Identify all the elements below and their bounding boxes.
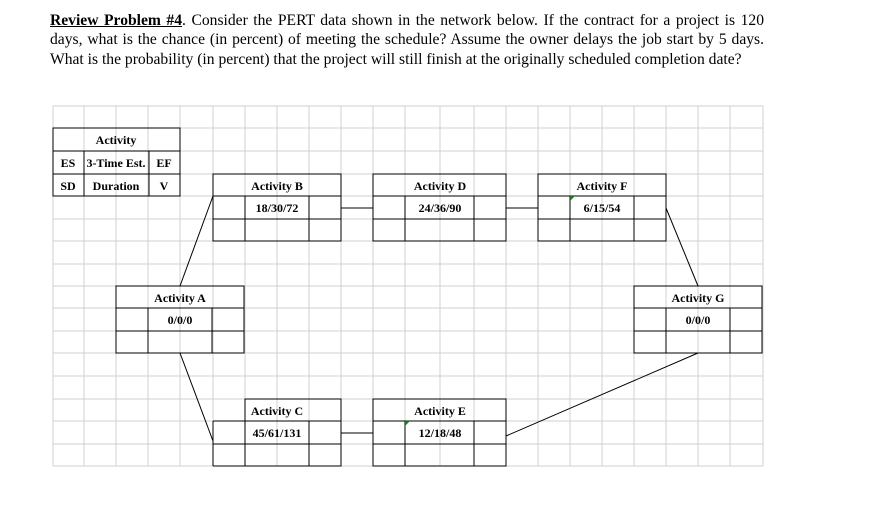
legend-box — [52, 127, 181, 197]
connector-a-c — [179, 352, 214, 442]
legend-title: Activity — [96, 133, 137, 147]
activity-a-node — [115, 285, 245, 354]
connector-e-g — [505, 352, 699, 437]
activity-c-name: Activity C — [251, 404, 303, 418]
activity-c-times: 45/61/131 — [253, 426, 302, 440]
activity-b-name: Activity B — [251, 179, 303, 193]
connector-a-b — [179, 195, 214, 287]
activity-d-times: 24/36/90 — [419, 201, 462, 215]
network-connectors — [179, 195, 699, 442]
legend-duration: Duration — [93, 179, 140, 193]
cell-comment-marker-e — [405, 421, 410, 426]
activity-f-times: 6/15/54 — [584, 201, 621, 215]
activity-a-name: Activity A — [154, 291, 206, 305]
cell-comment-marker-f — [570, 196, 575, 201]
activity-e-name: Activity E — [414, 404, 466, 418]
legend-ef: EF — [156, 156, 171, 170]
activity-b-node — [212, 173, 342, 242]
problem-text: . Consider the PERT data shown in the ne… — [50, 12, 764, 68]
activity-f-name: Activity F — [577, 179, 628, 193]
activity-g-name: Activity G — [672, 291, 725, 305]
legend-sd: SD — [60, 179, 76, 193]
activity-e-times: 12/18/48 — [419, 426, 462, 440]
activity-b-times: 18/30/72 — [256, 201, 299, 215]
activity-a-times: 0/0/0 — [168, 313, 193, 327]
problem-heading: Review Problem #4 — [50, 12, 183, 29]
connector-f-g — [665, 207, 699, 287]
activity-d-name: Activity D — [414, 179, 467, 193]
activity-e-node — [372, 398, 507, 467]
problem-statement: Review Problem #4. Consider the PERT dat… — [50, 11, 764, 69]
activity-d-node — [372, 173, 507, 242]
legend-three-time-estimate: 3-Time Est. — [86, 156, 145, 170]
activity-g-node — [633, 285, 763, 354]
activity-f-node — [537, 173, 667, 242]
legend-es: ES — [61, 156, 76, 170]
activity-g-times: 0/0/0 — [686, 313, 711, 327]
activity-c-node — [212, 398, 342, 467]
legend-v: V — [160, 179, 169, 193]
